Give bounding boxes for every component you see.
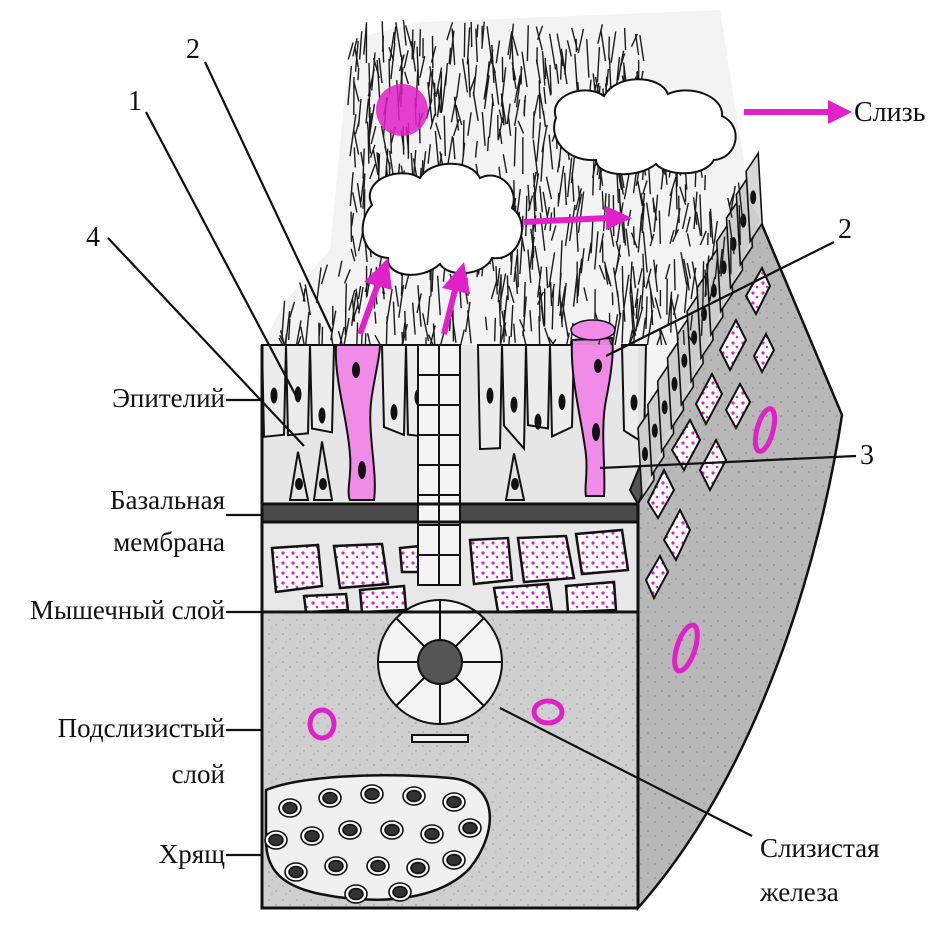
epithelial-cell <box>526 345 550 430</box>
chondrocyte <box>381 821 403 839</box>
label-gland-1: Слизистая <box>760 834 880 863</box>
chondrocyte <box>285 863 307 881</box>
label-submucosa-2: слой <box>172 760 225 789</box>
label-number-2-right: 2 <box>838 214 852 246</box>
label-basal-membrane-1: Базальная <box>110 486 225 515</box>
chondrocyte <box>325 857 347 875</box>
chondrocyte <box>345 885 367 903</box>
chondrocyte <box>301 827 323 845</box>
label-number-3: 3 <box>860 440 874 472</box>
chondrocyte <box>389 883 411 901</box>
chondrocyte <box>443 851 465 869</box>
chondrocyte <box>361 785 383 803</box>
chondrocyte <box>403 787 425 805</box>
label-epithelium: Эпителий <box>112 384 225 413</box>
epithelial-cell <box>550 345 574 436</box>
chondrocyte <box>421 825 443 843</box>
label-muscle-layer: Мышечный слой <box>30 596 225 625</box>
goblet-cap-right <box>571 320 615 340</box>
mucus-cloud-left <box>363 164 522 275</box>
chondrocyte <box>443 793 465 811</box>
label-basal-membrane-2: мембрана <box>113 528 225 557</box>
chondrocyte <box>367 857 389 875</box>
label-number-2-left: 2 <box>186 34 200 66</box>
epithelial-cell <box>478 345 502 449</box>
chondrocyte <box>339 821 361 839</box>
label-mucus: Слизь <box>854 98 925 127</box>
mucus-droplet <box>376 84 428 136</box>
chondrocyte <box>407 859 429 877</box>
chondrocyte <box>319 789 341 807</box>
label-number-4: 4 <box>86 222 100 254</box>
epithelial-cell <box>382 345 406 435</box>
chondrocyte <box>265 831 287 849</box>
label-cartilage: Хрящ <box>159 840 225 869</box>
label-submucosa-1: Подслизистый <box>58 714 225 743</box>
label-gland-2: железа <box>760 878 839 907</box>
chondrocyte <box>459 819 481 837</box>
label-number-1: 1 <box>128 86 142 118</box>
chondrocyte <box>279 799 301 817</box>
